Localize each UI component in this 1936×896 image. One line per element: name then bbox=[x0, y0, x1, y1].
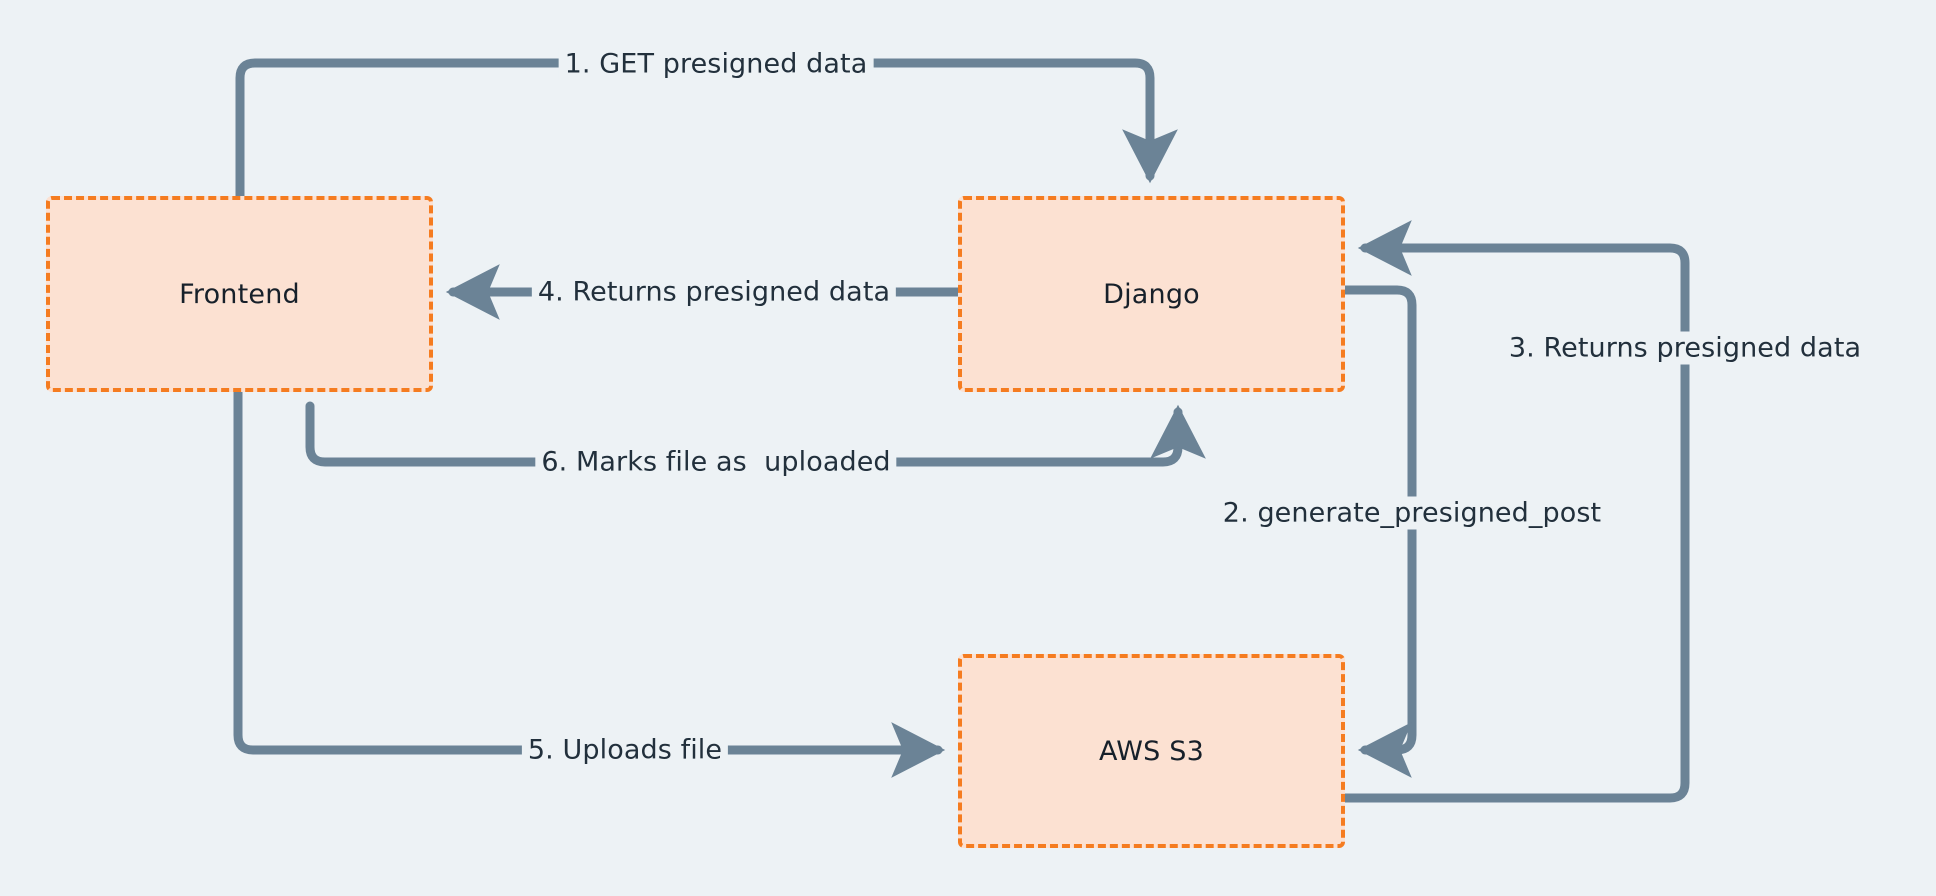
node-aws-s3[interactable]: AWS S3 bbox=[958, 654, 1345, 848]
edge-path-3 bbox=[1340, 220, 1690, 803]
edge-path-1 bbox=[235, 58, 1178, 201]
edge-label-6: 6. Marks file as uploaded bbox=[535, 445, 897, 479]
edge-label-5: 5. Uploads file bbox=[521, 733, 729, 767]
edge-label-1: 1. GET presigned data bbox=[558, 47, 874, 81]
node-django[interactable]: Django bbox=[958, 196, 1345, 392]
edge-label-2: 2. generate_presigned_post bbox=[1216, 496, 1608, 530]
edge-label-4: 4. Returns presigned data bbox=[531, 275, 897, 309]
node-frontend-label: Frontend bbox=[179, 278, 300, 310]
node-django-label: Django bbox=[1103, 278, 1200, 310]
node-frontend[interactable]: Frontend bbox=[46, 196, 433, 392]
node-aws-s3-label: AWS S3 bbox=[1099, 735, 1204, 767]
edge-path-5 bbox=[233, 387, 946, 778]
edge-label-3: 3. Returns presigned data bbox=[1502, 331, 1868, 365]
